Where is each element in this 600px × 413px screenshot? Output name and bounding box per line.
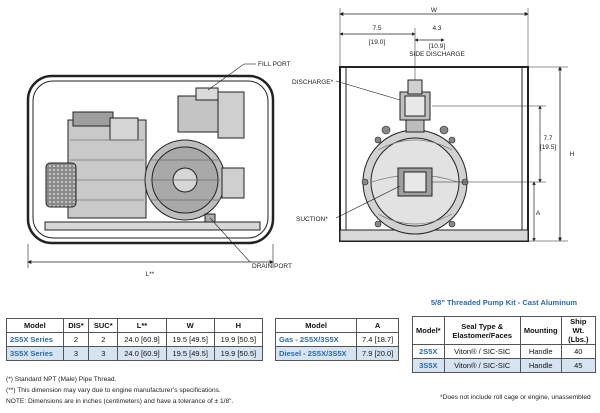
side-discharge-label: SIDE DISCHARGE — [409, 51, 465, 58]
col-mounting: Mounting — [519, 316, 562, 345]
col-l: L** — [117, 318, 167, 333]
a-label: A — [536, 210, 541, 217]
a-dimension-table: Model A Gas - 2S5X/3S5X 7.4 [18.7] Diese… — [274, 318, 399, 361]
suction-label: SUCTION* — [296, 216, 328, 223]
side-view — [26, 63, 275, 268]
table-row: 3S5X Series 3 3 24.0 [60.9] 19.5 [49.5] … — [6, 346, 264, 361]
dim-4-3-cm: [10.9] — [429, 43, 445, 50]
table-row: Diesel - 2S5X/3S5X 7.9 [20.0] — [274, 346, 399, 361]
col-dis: DIS* — [62, 318, 90, 333]
table-header: Model A — [274, 318, 399, 333]
dimensions-table: Model DIS* SUC* L** W H 2S5X Series 2 2 … — [6, 318, 264, 361]
col-model: Model — [274, 318, 358, 333]
dim-7-5: 7.5 — [372, 25, 381, 32]
discharge-label: DISCHARGE* — [292, 79, 334, 86]
footnote-npt: (*) Standard NPT (Male) Pipe Thread. — [6, 376, 117, 383]
col-weight: Ship Wt. (Lbs.) — [560, 316, 597, 345]
dim-7-7: 7.7 — [543, 135, 552, 142]
col-w: W — [165, 318, 215, 333]
pump-kit-table: Model* Seal Type & Elastomer/Faces Mount… — [412, 316, 597, 373]
table-row: 3S5X Viton® / SIC-SIC Handle 45 — [412, 358, 597, 373]
table-header: Model DIS* SUC* L** W H — [6, 318, 264, 333]
col-seal: Seal Type & Elastomer/Faces — [443, 316, 521, 345]
dim-7-7-cm: [19.5] — [540, 144, 556, 151]
footnote-engine: (**) This dimension may vary due to engi… — [6, 387, 221, 394]
pump-drawing: FILL PORT DRAIN PORT L** — [26, 7, 575, 278]
dim-7-5-cm: [19.0] — [369, 39, 385, 46]
dim-4-3: 4.3 — [432, 25, 441, 32]
table-header: Model* Seal Type & Elastomer/Faces Mount… — [412, 316, 597, 345]
drain-port-label: DRAIN PORT — [252, 263, 292, 270]
length-label: L** — [146, 271, 155, 278]
table-row: Gas - 2S5X/3S5X 7.4 [18.7] — [274, 332, 399, 347]
suction-pipe — [221, 167, 245, 199]
table-row: 2S5X Viton® / SIC-SIC Handle 40 — [412, 344, 597, 359]
front-view — [335, 8, 568, 242]
col-model: Model* — [412, 316, 445, 345]
col-model: Model — [6, 318, 64, 333]
footnote-tolerance: NOTE: Dimensions are in inches (centimet… — [6, 398, 234, 405]
col-suc: SUC* — [88, 318, 119, 333]
kit-note: *Does not include roll cage or engine, u… — [440, 394, 591, 401]
roll-cage — [26, 74, 275, 245]
col-h: H — [213, 318, 264, 333]
col-a: A — [356, 318, 399, 333]
kit-title: 5/8" Threaded Pump Kit - Cast Aluminum — [430, 298, 578, 307]
fill-port-label: FILL PORT — [258, 61, 291, 68]
width-label: W — [431, 7, 438, 14]
height-label: H — [570, 151, 575, 158]
table-row: 2S5X Series 2 2 24.0 [60.9] 19.5 [49.5] … — [6, 332, 264, 347]
air-filter — [45, 162, 77, 208]
